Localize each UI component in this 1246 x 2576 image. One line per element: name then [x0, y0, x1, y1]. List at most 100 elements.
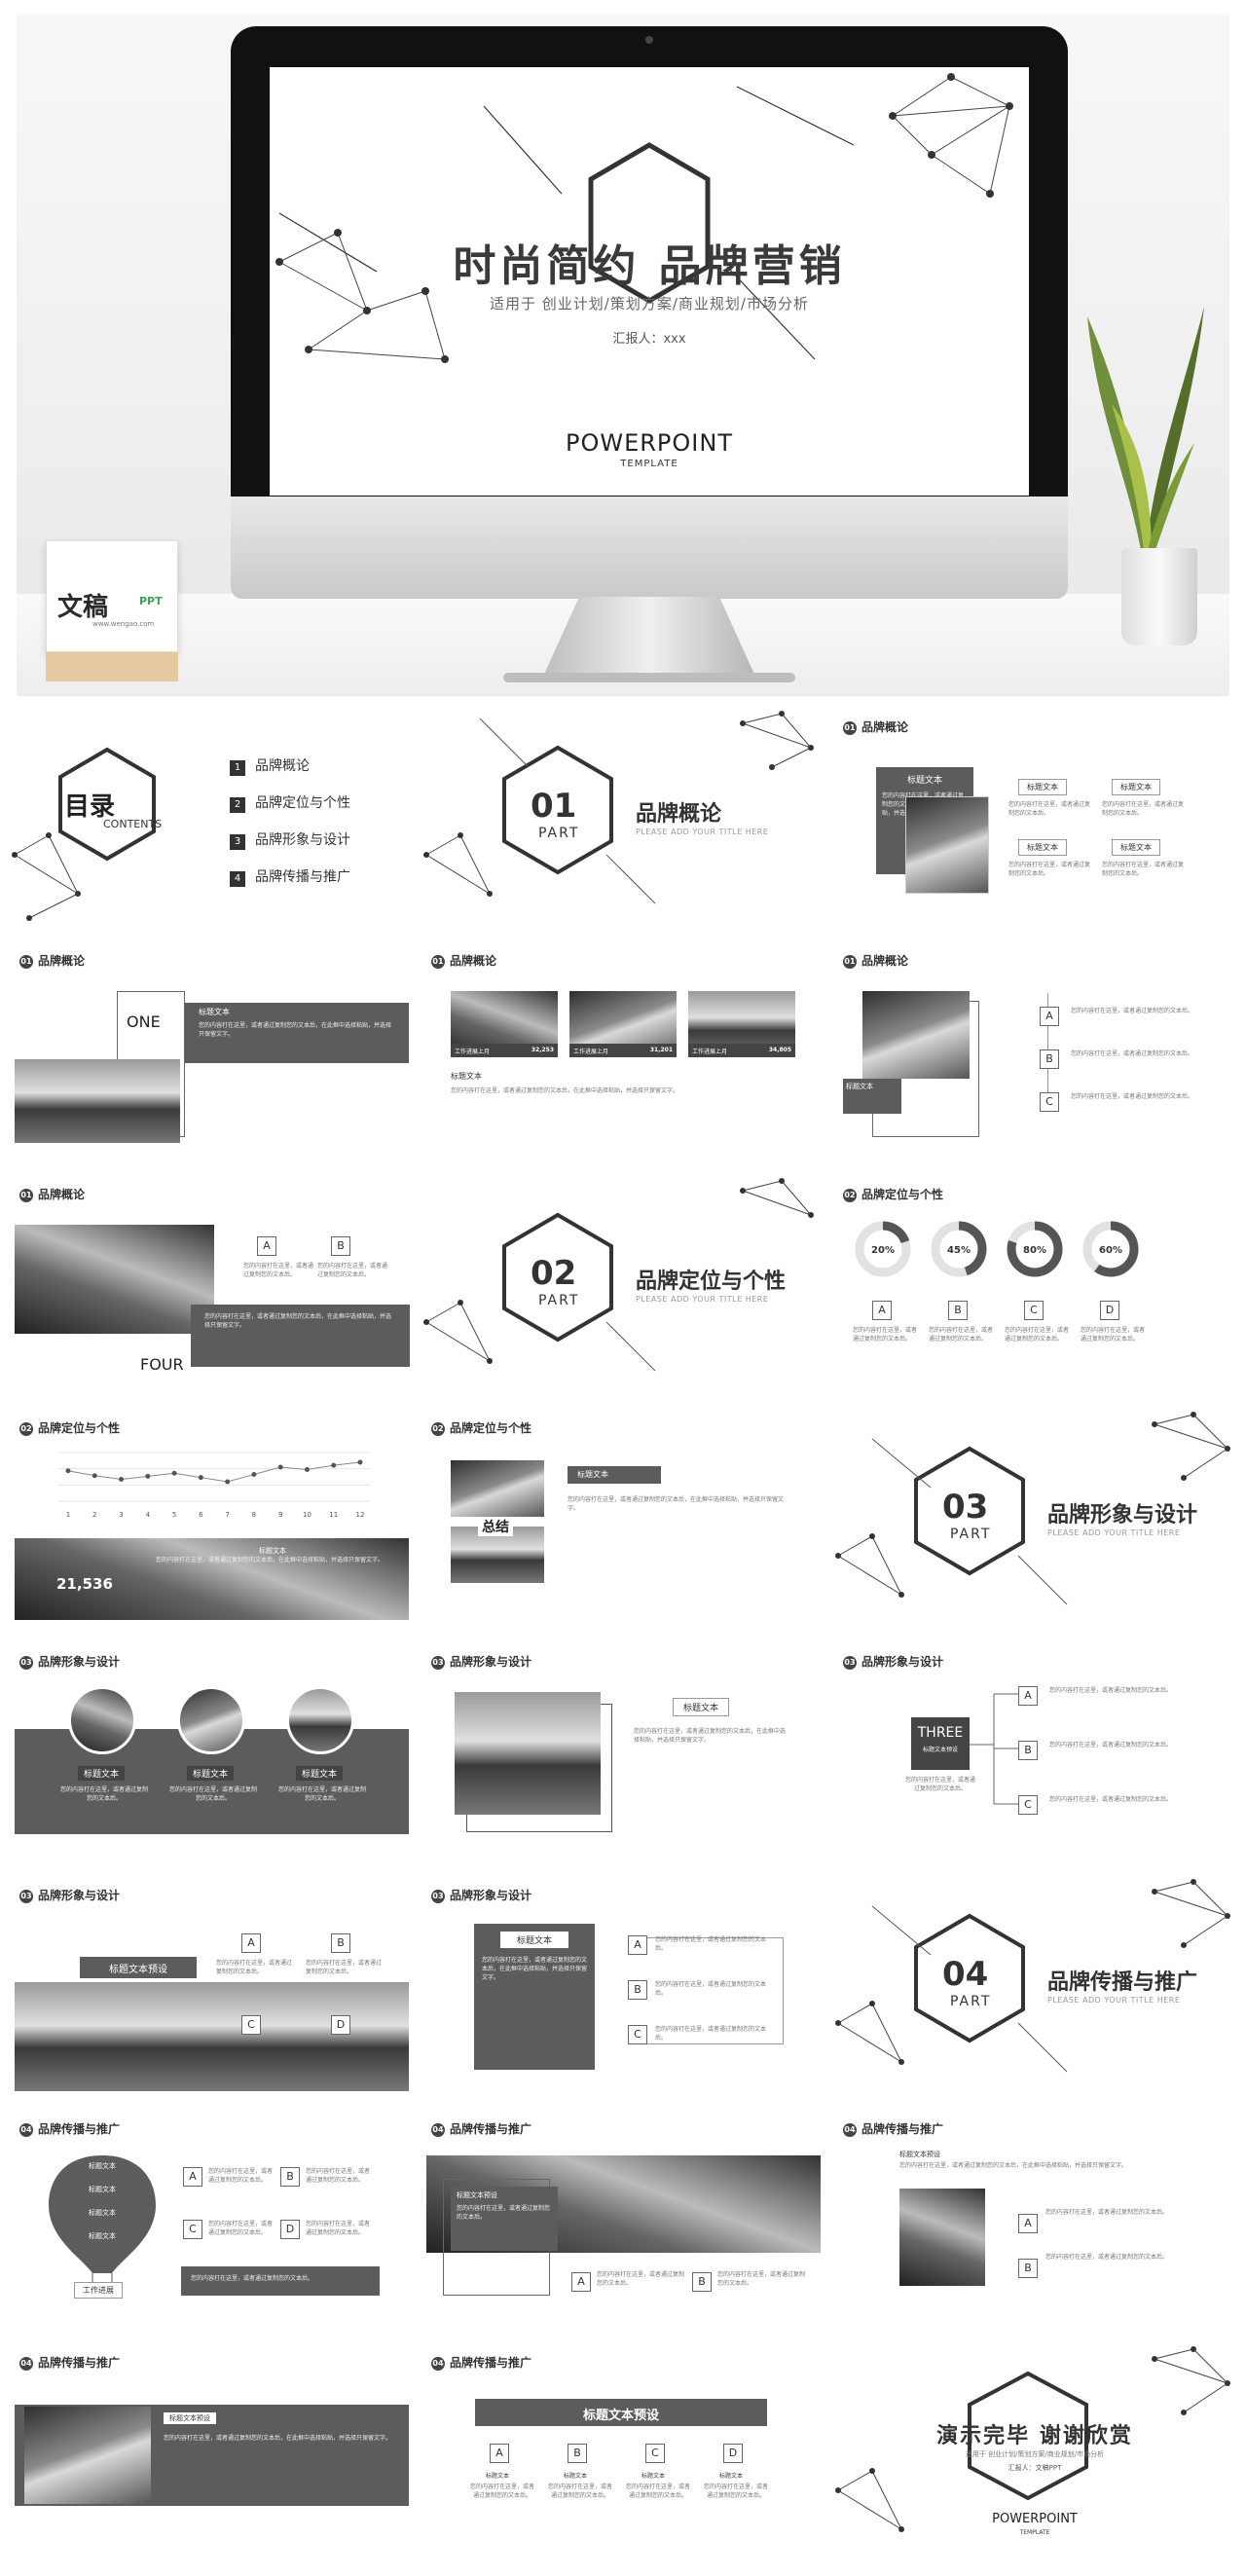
badge-b: B — [1040, 1049, 1059, 1069]
balloon-badge-b: B — [280, 2167, 300, 2187]
mountain-title: 标题文本预设 — [164, 2412, 216, 2424]
x-tick-8: 8 — [252, 1511, 256, 1519]
tree-text-b: 您的内容打在这里，或者通过复制您的文本后。 — [1049, 1742, 1173, 1748]
band-text-b: 您的内容打在这里，或者通过复制您的文本后。 — [306, 1960, 383, 1975]
forest-title: 标题文本 — [259, 1547, 286, 1555]
donut-b-label: B — [948, 1301, 968, 1320]
lake-badge-b: B — [692, 2272, 712, 2292]
toc-contents: CONTENTS — [103, 818, 163, 830]
tree-badge-b: B — [1018, 1741, 1038, 1760]
circle-text-2: 您的内容打在这里，或者通过复制您的文本后。 — [169, 1786, 258, 1802]
part-decoration — [423, 711, 814, 904]
city-photo — [905, 796, 989, 894]
forest-body: 您的内容打在这里，或者通过复制您的文本后，在此框中选择粘贴，并选择只保留文字。 — [156, 1557, 385, 1564]
donut-arc-d — [1082, 1221, 1139, 1277]
photo-ab-text-b: 您的内容打在这里，或者通过复制您的文本后。 — [1045, 2254, 1169, 2261]
slide-header-text: 品牌概论 — [861, 954, 909, 968]
balloon-badge-a: A — [183, 2167, 202, 2187]
coast-photo — [15, 1225, 214, 1334]
abcd-text-a: 您的内容打在这里，或者通过复制您的文本后。 — [470, 2484, 535, 2499]
caption-box: 标题文本 — [843, 1079, 901, 1114]
badge-a: A — [257, 1236, 276, 1256]
toc-title: 目录 — [64, 792, 116, 822]
calendar-base — [46, 652, 178, 681]
one-label: ONE — [127, 1012, 161, 1031]
hero-powerpoint: POWERPOINT — [566, 429, 733, 457]
network-decoration — [275, 73, 1013, 363]
slide-part-04: 04 PART 品牌传播与推广 PLEASE ADD YOUR TITLE HE… — [833, 1877, 1236, 2097]
part-04-number: 04 — [942, 1955, 989, 1994]
slide-header-text: 品牌传播与推广 — [861, 2122, 944, 2136]
slide-header-text: 品牌概论 — [38, 1188, 86, 1201]
monitor-chin — [231, 497, 1068, 599]
slide-header-text: 品牌定位与个性 — [861, 1188, 944, 1201]
part-03-word: PART — [950, 1527, 992, 1542]
photo-ab-image — [899, 2189, 985, 2286]
stat-3-label: 工作进展上月 — [692, 1049, 728, 1055]
toc-item-3-num: 3 — [230, 834, 245, 850]
lake-item-a: A — [571, 2270, 591, 2292]
circle-title-1: 标题文本 — [78, 1766, 126, 1781]
part-01-subtitle: PLEASE ADD YOUR TITLE HERE — [636, 828, 769, 836]
abc-badge-b: B — [628, 1980, 647, 2000]
text-panel: 标题文本 您的内容打在这里，或者通过复制您的文本后，在此框中选择粘贴，并选择只保… — [185, 1003, 409, 1063]
monitor-stand-base — [503, 673, 795, 682]
gray-card-text: 您的内容打在这里，或者通过复制您的文本后，在此框中选择粘贴，并选择只保留文字。 — [482, 1957, 588, 1981]
balloon-text-b: 您的内容打在这里，或者通过复制您的文本后。 — [306, 2168, 371, 2184]
line-series — [67, 1461, 361, 1483]
balloon-icon — [49, 2155, 156, 2283]
lake-item-b: B — [692, 2270, 712, 2292]
four-label: FOUR — [140, 1355, 184, 1374]
donut-a-badge: A — [872, 1299, 892, 1320]
line-point-5 — [171, 1470, 177, 1476]
part-03-number: 03 — [942, 1488, 989, 1527]
ending-template: TEMPLATE — [1019, 2529, 1050, 2536]
part-03-subtitle: PLEASE ADD YOUR TITLE HERE — [1047, 1528, 1181, 1537]
donut-c-badge: C — [1024, 1299, 1044, 1320]
hero-mockup: 时尚简约 品牌营销 适用于 创业计划/策划方案/商业规划/市场分析 汇报人：xx… — [17, 15, 1229, 696]
plant-icon — [1087, 307, 1204, 550]
tree-item-a: A — [1018, 1684, 1038, 1706]
toc-item-4-label: 品牌传播与推广 — [255, 869, 350, 885]
text-panel: 您的内容打在这里，或者通过复制您的文本后，在此框中选择粘贴，并选择只保留文字。 — [191, 1305, 410, 1367]
photo-ab-badge-a: A — [1018, 2214, 1038, 2233]
band-title: 标题文本预设 — [80, 1957, 197, 1978]
tree-text-a: 您的内容打在这里，或者通过复制您的文本后。 — [1049, 1687, 1173, 1694]
text-3: 您的内容打在这里，或者通过复制您的文本后。 — [1008, 862, 1091, 877]
part-02-subtitle: PLEASE ADD YOUR TITLE HERE — [636, 1295, 769, 1304]
toc-item-2-label: 品牌定位与个性 — [255, 795, 350, 811]
panel-text: 您的内容打在这里，或者通过复制您的文本后，在此框中选择粘贴，并选择只保留文字。 — [204, 1313, 392, 1329]
line-point-6 — [198, 1475, 203, 1481]
part-01-word: PART — [538, 826, 580, 841]
x-tick-1: 1 — [66, 1511, 70, 1519]
mountain-text: 您的内容打在这里，或者通过复制您的文本后，在此框中选择粘贴，并选择只保留文字。 — [164, 2435, 392, 2442]
circle-text-3: 您的内容打在这里，或者通过复制您的文本后。 — [278, 1786, 367, 1802]
part-decoration — [423, 1178, 814, 1372]
part-02-number: 02 — [531, 1254, 577, 1293]
stat-3-value: 34,805 — [768, 1047, 791, 1053]
plant-pot — [1121, 548, 1197, 645]
slide-header-text: 品牌形象与设计 — [861, 1655, 944, 1669]
abcd-badge-b: B — [568, 2444, 587, 2463]
slide-header-text: 品牌传播与推广 — [450, 2356, 532, 2370]
abcd-banner: 标题文本预设 — [475, 2399, 767, 2426]
donut-d-badge: D — [1100, 1299, 1119, 1320]
x-tick-11: 11 — [329, 1511, 338, 1519]
slide-header-text: 品牌定位与个性 — [38, 1421, 121, 1435]
line-point-11 — [331, 1462, 337, 1468]
item-a: A — [257, 1234, 276, 1256]
